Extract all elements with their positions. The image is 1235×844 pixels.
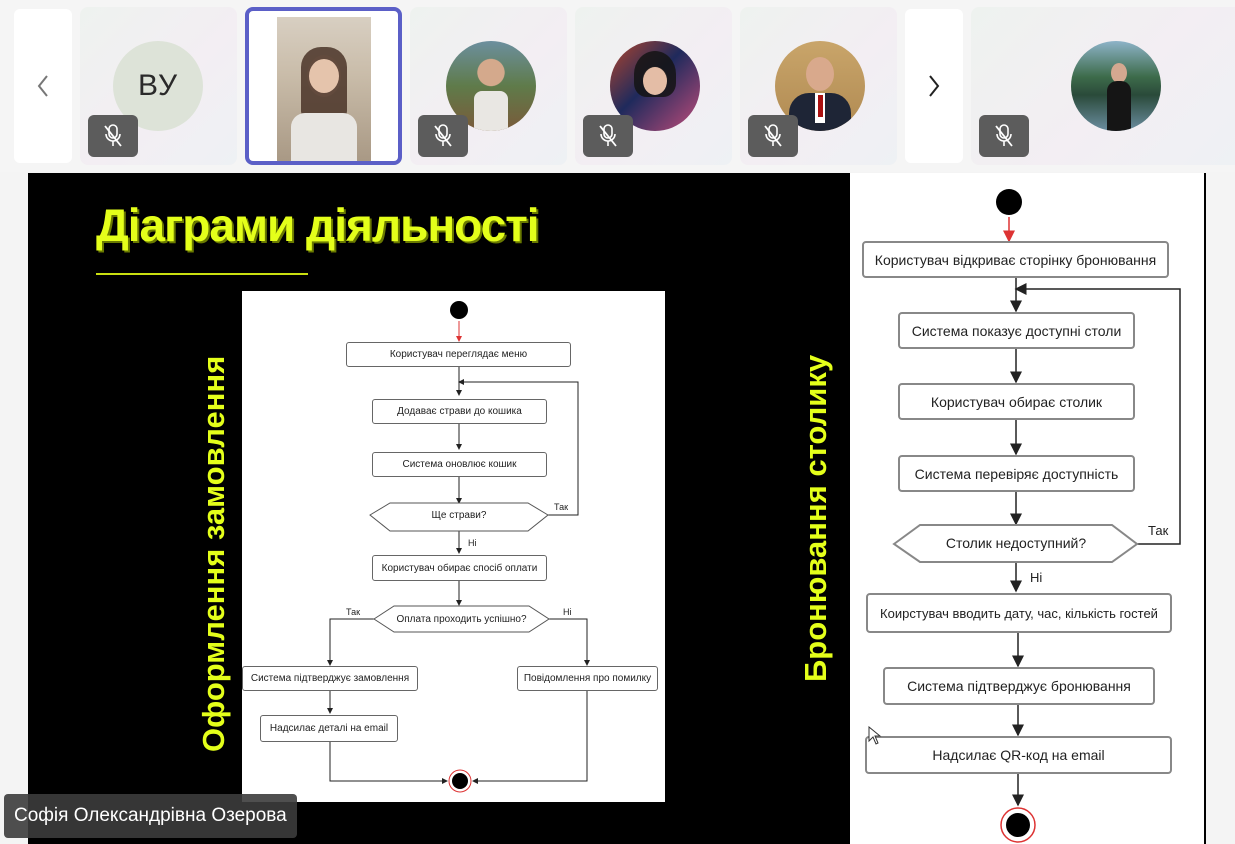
order-activity-diagram: Користувач переглядає меню Додаває страв… xyxy=(242,291,665,802)
mic-muted-icon xyxy=(979,115,1029,157)
decision-node: Ще страви? xyxy=(431,510,487,521)
activity-node: Система підтверджує замовлення xyxy=(242,666,418,691)
mic-muted-icon xyxy=(583,115,633,157)
mic-muted-icon xyxy=(748,115,798,157)
activity-node: Система підтверджує бронювання xyxy=(883,667,1155,705)
avatar xyxy=(775,41,865,131)
title-underline xyxy=(96,273,308,275)
prev-participants-button[interactable] xyxy=(14,9,72,163)
no-label: Ні xyxy=(468,538,477,548)
no-label: Ні xyxy=(1030,570,1043,585)
decision-node: Столик недоступний? xyxy=(945,535,1087,551)
participant-tile[interactable] xyxy=(971,7,1235,165)
activity-node: Система показує доступні столи xyxy=(898,312,1135,349)
decision-node: Оплата проходить успішно? xyxy=(396,614,527,625)
activity-node: Надсилає QR-код на email xyxy=(865,736,1172,774)
activity-node: Користувач обирає столик xyxy=(898,383,1135,420)
presenter-name-label: Софія Олександрівна Озерова xyxy=(4,794,297,838)
participant-tile[interactable]: ВУ xyxy=(80,7,237,165)
activity-node: Надсилає деталі на email xyxy=(260,715,398,742)
avatar xyxy=(1071,41,1161,131)
mouse-pointer-icon xyxy=(868,726,882,745)
activity-node: Повідомлення про помилку xyxy=(517,666,658,691)
activity-node: Користувач переглядає меню xyxy=(346,342,571,367)
participant-strip: ВУ xyxy=(0,0,1235,172)
no-label: Ні xyxy=(563,607,572,617)
chevron-right-icon xyxy=(929,75,940,97)
chevron-left-icon xyxy=(37,75,48,97)
activity-node: Система перевіряє доступність xyxy=(898,455,1135,492)
mic-muted-icon xyxy=(88,115,138,157)
booking-diagram-label: Бронювання столику xyxy=(798,354,833,682)
activity-node: Система оновлює кошик xyxy=(372,452,547,477)
participant-tile[interactable] xyxy=(740,7,897,165)
mic-muted-icon xyxy=(418,115,468,157)
participant-tile[interactable] xyxy=(575,7,732,165)
activity-node: Коирстувач вводить дату, час, кількість … xyxy=(866,593,1172,633)
booking-activity-diagram: Користувач відкриває сторінку бронювання… xyxy=(850,173,1204,844)
yes-label: Так xyxy=(346,607,361,617)
participant-video xyxy=(277,17,371,161)
activity-node: Користувач обирає спосіб оплати xyxy=(372,555,547,581)
participant-tile[interactable] xyxy=(410,7,567,165)
activity-node: Додаває страви до кошика xyxy=(372,399,547,424)
participant-tile-selected[interactable] xyxy=(245,7,402,165)
yes-label: Так xyxy=(554,502,569,512)
next-participants-button[interactable] xyxy=(905,9,963,163)
slide-title: Діаграми діяльності xyxy=(96,199,540,251)
order-diagram-label: Оформлення замовлення xyxy=(196,355,231,752)
activity-node: Користувач відкриває сторінку бронювання xyxy=(862,241,1169,278)
avatar xyxy=(610,41,700,131)
yes-label: Так xyxy=(1148,523,1169,538)
